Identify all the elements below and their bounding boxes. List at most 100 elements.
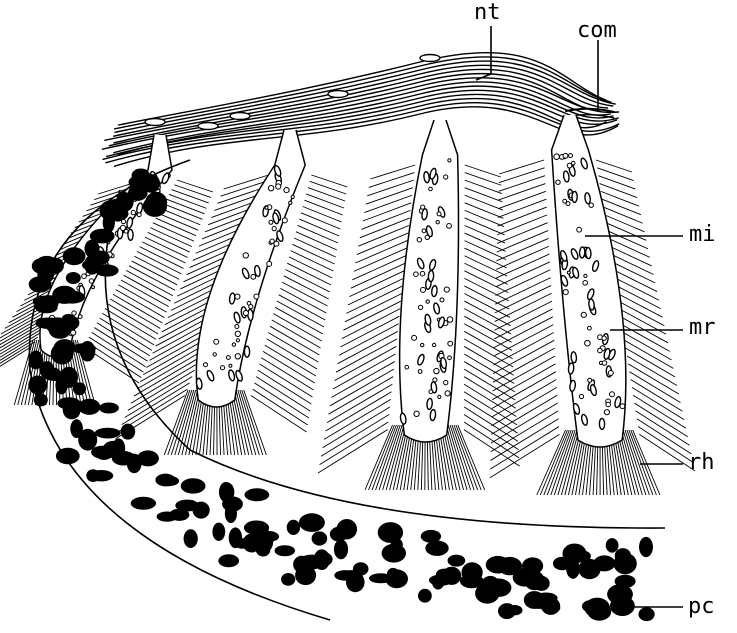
microvillus-line (334, 346, 396, 380)
pigment-granule (181, 478, 206, 493)
granule (418, 370, 422, 374)
microvillus-line (633, 395, 686, 428)
granule (229, 364, 232, 367)
pigment-granule (425, 541, 448, 556)
microvillus-line (607, 231, 648, 249)
granule (567, 163, 572, 168)
microvillus-line (498, 199, 547, 217)
granule (566, 202, 570, 206)
label-pc: pc (688, 596, 715, 618)
microvillus-line (492, 380, 557, 418)
granule (220, 366, 224, 370)
microvillus-line (352, 256, 405, 280)
microvillus-line (624, 340, 673, 368)
microvillus-line (369, 425, 395, 490)
microvillus-line (495, 293, 552, 321)
mitochondrion (585, 247, 591, 258)
microvillus-line (608, 238, 650, 257)
pigment-granule (382, 544, 406, 563)
microvillus-line (177, 180, 213, 192)
microvillus-line (166, 199, 204, 214)
pigment-granule (281, 573, 295, 586)
granule (434, 368, 439, 373)
microvillus-line (627, 356, 677, 386)
granule (251, 274, 256, 279)
microvillus-line (495, 278, 551, 305)
pigment-granule (244, 521, 269, 535)
granule (563, 290, 568, 295)
granule (418, 305, 422, 309)
pigment-granule (142, 174, 160, 193)
pigment-granule (334, 539, 348, 559)
granule (432, 343, 435, 346)
granule (204, 363, 208, 367)
microvillus-line (134, 256, 179, 279)
pigment-granule (462, 562, 483, 582)
granule (426, 300, 429, 303)
microvillus-line (122, 383, 190, 425)
pigment-granule (184, 529, 198, 548)
pigment-granule (245, 488, 270, 501)
microvillus-line (126, 270, 173, 295)
microvillus-line (308, 188, 345, 201)
microvillus-line (301, 213, 340, 229)
microvillus-line (251, 396, 307, 433)
pigment-granule (295, 566, 316, 586)
granule (421, 287, 426, 292)
microvillus-line (342, 309, 400, 339)
mitochondrion (229, 293, 235, 304)
granule (556, 180, 560, 184)
granule (265, 206, 268, 209)
mitochondrion (588, 299, 595, 311)
microvillus-line (171, 390, 192, 455)
granule (584, 274, 587, 277)
granule (235, 325, 239, 329)
mitochondrion (572, 191, 577, 202)
granule (289, 201, 292, 204)
microvillus-line (601, 191, 639, 206)
granule (235, 354, 240, 359)
microvillus-line (169, 194, 207, 208)
microvillus-line (450, 425, 471, 490)
granule (89, 279, 93, 283)
microvillus-line (554, 430, 575, 495)
pigment-granule (112, 209, 128, 219)
granule (236, 339, 239, 342)
pigment-granule (615, 548, 631, 564)
microvillus-line (464, 301, 510, 326)
granule (440, 298, 444, 302)
microvillus-line (498, 191, 546, 208)
microvillus-line (379, 425, 400, 490)
microvillus-line (329, 377, 394, 415)
mitochondrion (568, 363, 574, 374)
microvillus-line (618, 301, 664, 326)
microvillus-line (108, 304, 159, 334)
pigment-granule (212, 523, 225, 541)
microvillus-line (110, 299, 160, 329)
pigment-granule (157, 511, 178, 521)
granule (438, 395, 441, 398)
fiber-nucleus (198, 123, 218, 130)
microvillus-line (597, 168, 634, 181)
granule (213, 353, 216, 356)
granule (563, 153, 568, 158)
microvillus-line (596, 160, 632, 172)
microvillus-line (465, 188, 503, 202)
pigment-granule (66, 272, 81, 284)
microvillus-line (282, 282, 328, 306)
pigment-granule (275, 545, 295, 556)
microvillus-line (616, 285, 661, 308)
granule (137, 213, 141, 217)
microvillus-line (268, 333, 318, 363)
microvillus-line (631, 430, 657, 495)
microvillus-line (331, 362, 394, 398)
microvillus-line (253, 389, 308, 425)
microvillus-line (497, 223, 548, 244)
granule (421, 205, 425, 209)
microvillus-line (333, 354, 396, 389)
fiber-nucleus (328, 91, 348, 98)
microvillus-line (366, 188, 413, 205)
pigment-granule (32, 259, 47, 274)
microvillus-line (145, 237, 188, 257)
microvillus-line (279, 295, 326, 320)
